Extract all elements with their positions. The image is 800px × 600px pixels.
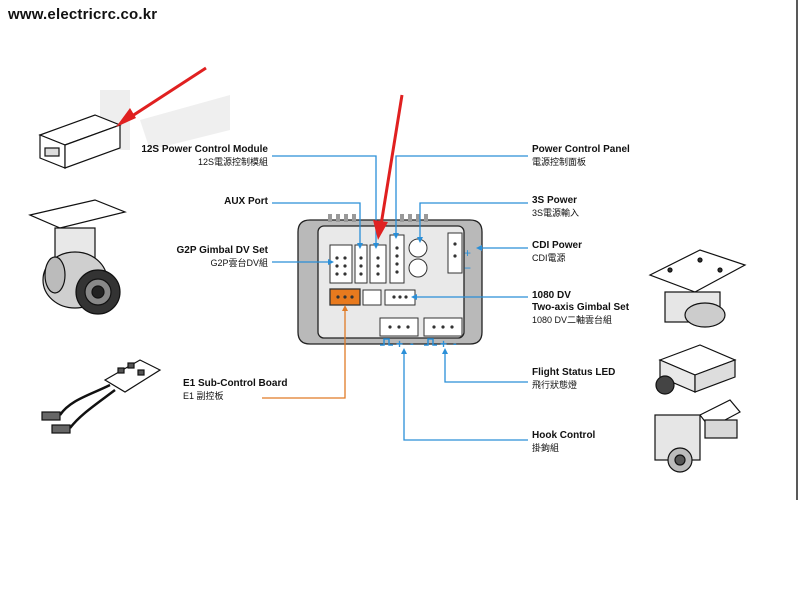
leader-lines [272, 155, 528, 441]
label-cdi-power-zh: CDI電源 [532, 253, 566, 263]
svg-text:−: − [464, 261, 471, 275]
background-shape [140, 95, 230, 150]
gimbal-camera-device [28, 199, 127, 315]
label-g2p-gimbal: G2P Gimbal DV Set G2P雲台DV組 [140, 245, 268, 269]
label-3s-power: 3S Power 3S電源輸入 [532, 195, 642, 219]
power-module-device [38, 114, 122, 169]
3s-power-port [408, 238, 428, 258]
label-power-panel-zh: 電源控制面板 [532, 157, 587, 167]
label-e1-board-en: E1 Sub-Control Board [183, 378, 288, 389]
svg-text:+: + [440, 337, 447, 351]
red-arrows [116, 66, 404, 240]
label-1080-dv-en2: Two-axis Gimbal Set [532, 302, 630, 313]
aux-connector [354, 244, 368, 284]
label-g2p-gimbal-zh: G2P雲台DV組 [210, 258, 268, 268]
label-1080-dv-zh: 1080 DV二軸雲台組 [532, 315, 613, 325]
power-panel-connector [389, 234, 405, 284]
label-hook-control-en: Hook Control [532, 430, 596, 441]
label-flight-led: Flight Status LED 飛行狀態燈 [532, 367, 642, 391]
label-power-module-zh: 12S電源控制模組 [197, 157, 268, 167]
heatsink-fins [328, 214, 428, 222]
label-hook-control-zh: 掛鉤組 [532, 443, 560, 453]
svg-text:+: + [396, 337, 403, 351]
label-e1-board: E1 Sub-Control Board E1 副控板 [183, 378, 333, 402]
gimbal-mount-device [648, 249, 747, 328]
label-power-panel: Power Control Panel 電源控制面板 [532, 144, 672, 168]
label-flight-led-zh: 飛行狀態燈 [532, 380, 578, 390]
label-1080-dv: 1080 DV Two-axis Gimbal Set 1080 DV二軸雲台組 [532, 290, 652, 326]
label-power-module-en: 12S Power Control Module [141, 144, 268, 155]
label-cdi-power: CDI Power CDI電源 [532, 240, 642, 264]
svg-text:+: + [464, 246, 471, 260]
e1-leader-line [262, 307, 346, 399]
controller-box: + − [297, 214, 483, 345]
label-flight-led-en: Flight Status LED [532, 367, 616, 378]
hook-device [654, 399, 741, 473]
e1-board-device [41, 359, 162, 434]
connector [369, 244, 387, 284]
pulse-symbols [380, 338, 437, 346]
label-1080-dv-en: 1080 DV [532, 290, 571, 301]
label-3s-power-en: 3S Power [532, 195, 578, 206]
label-3s-power-zh: 3S電源輸入 [532, 208, 580, 218]
label-e1-board-zh: E1 副控板 [183, 391, 224, 401]
label-aux-port: AUX Port [170, 196, 268, 208]
led-device [655, 344, 737, 395]
label-power-module: 12S Power Control Module 12S電源控制模組 [110, 144, 268, 168]
watermark: www.electricrc.co.kr [8, 6, 158, 23]
label-hook-control: Hook Control 掛鉤組 [532, 430, 642, 454]
svg-text:-: - [453, 338, 457, 350]
label-aux-port-en: AUX Port [224, 196, 268, 207]
label-cdi-power-en: CDI Power [532, 240, 583, 251]
svg-text:-: - [410, 338, 414, 350]
label-power-panel-en: Power Control Panel [532, 144, 630, 155]
cdi-connector [447, 232, 463, 274]
g2p-connector [329, 244, 353, 284]
label-g2p-gimbal-en: G2P Gimbal DV Set [176, 245, 268, 256]
